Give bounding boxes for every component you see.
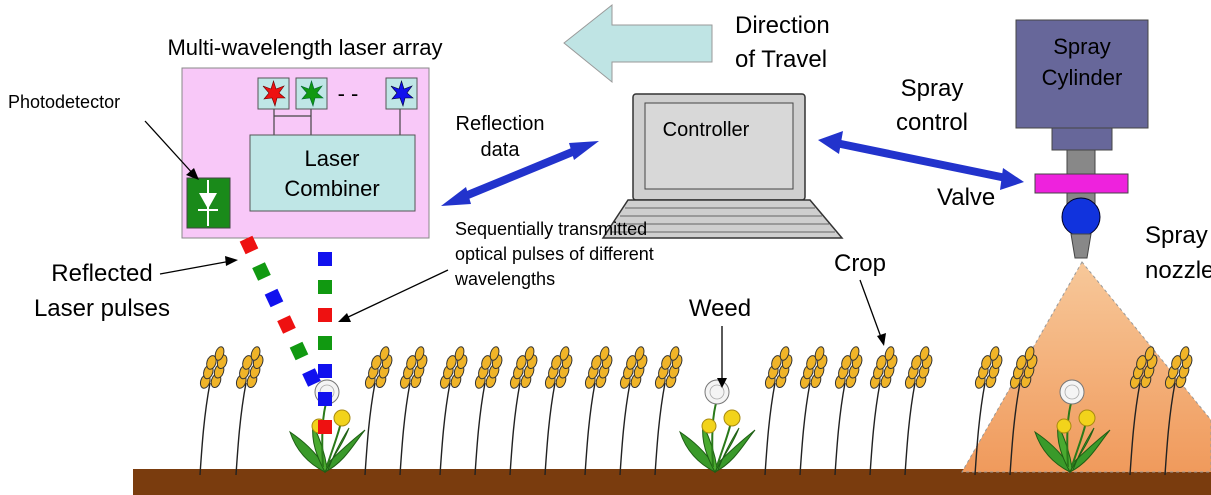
nozzle-ball (1061, 197, 1101, 237)
green-star-laser-icon (295, 77, 328, 110)
wheat-stalk-icon (438, 343, 472, 476)
transmitted-pulse-red (318, 308, 332, 322)
spray-control-label-line1: Spray (901, 75, 964, 102)
reflected-pulse-red (239, 235, 259, 255)
reflected-pulses (239, 235, 321, 387)
reflected-pulse-blue (302, 368, 321, 387)
transmitted-pulse-blue (318, 252, 332, 266)
reflected-pulse-green (252, 262, 271, 281)
spray-control-arrow (818, 131, 1024, 190)
laser-combiner-label-line2: Combiner (284, 176, 379, 201)
red-star-laser-icon (257, 77, 290, 110)
wheat-stalk-icon (508, 343, 542, 476)
reflection-data-arrow (441, 141, 599, 206)
controller-label: Controller (663, 119, 750, 141)
sequential-label-line1: Sequentially transmitted (455, 219, 647, 239)
photodiode-icon (186, 177, 231, 229)
direction-label-line1: Direction (735, 12, 830, 39)
wheat-stalk-icon (618, 343, 652, 476)
valve (1034, 173, 1129, 194)
laser-array-title: Multi-wavelength laser array (167, 35, 442, 60)
direction-label-line2: of Travel (735, 46, 827, 73)
wheat-stalk-icon (833, 343, 867, 476)
ground (133, 469, 1211, 495)
spray-cylinder-neck (1051, 127, 1113, 151)
wheat-stalk-icon (198, 343, 232, 476)
transmitted-pulse-green (318, 336, 332, 350)
valve-label: Valve (937, 184, 995, 211)
sequential-label-line3: wavelengths (454, 269, 555, 289)
transmitted-pulse-green (318, 280, 332, 294)
wheat-stalk-icon (398, 343, 432, 476)
laser-dashes: - - (338, 81, 359, 106)
direction-of-travel-arrow (563, 3, 713, 84)
reflection-label-line2: data (481, 139, 521, 161)
wheat-stalk-icon (763, 343, 797, 476)
blue-star-laser-icon (385, 77, 418, 110)
spray-control-label-line2: control (896, 109, 968, 136)
transmitted-pulse-red (318, 420, 332, 434)
wheat-stalk-icon (234, 343, 268, 476)
spray-cylinder-label-line1: Spray (1053, 34, 1110, 59)
wheat-stalk-icon (473, 343, 507, 476)
reflected-label-line1: Reflected (51, 260, 152, 287)
laptop-icon (601, 93, 844, 239)
photodetector-label: Photodetector (8, 92, 120, 112)
transmitted-pulse-blue (318, 392, 332, 406)
wheat-stalk-icon (798, 343, 832, 476)
spray-cone (961, 261, 1211, 473)
reflected-label-line2: Laser pulses (34, 295, 170, 322)
wheat-stalk-icon (543, 343, 577, 476)
laser-combiner-box (249, 134, 416, 212)
spray-pipe (1066, 149, 1096, 175)
reflected-pulse-blue (264, 288, 284, 308)
reflected-pulse-green (289, 341, 309, 361)
crop-label: Crop (834, 250, 886, 277)
wheat-stalk-icon (363, 343, 397, 476)
spray-nozzle-label-line2: nozzle (1145, 257, 1211, 284)
weed-label: Weed (689, 295, 751, 322)
transmitted-pulse-blue (318, 364, 332, 378)
sequential-label-line2: optical pulses of different (455, 244, 654, 264)
laser-combiner-label-line1: Laser (304, 146, 359, 171)
transmitted-pulses (318, 252, 332, 434)
spray-nozzle (1070, 233, 1092, 259)
dandelion-weed-icon (679, 379, 756, 473)
wheat-stalk-icon (903, 343, 937, 476)
wheat-stalk-icon (868, 343, 902, 476)
spray-nozzle-label-line1: Spray (1145, 222, 1208, 249)
reflection-label-line1: Reflection (456, 113, 545, 135)
spray-cylinder-label-line2: Cylinder (1042, 65, 1123, 90)
wheat-stalk-icon (653, 343, 687, 476)
wheat-stalk-icon (583, 343, 617, 476)
reflected-pulse-red (277, 315, 296, 334)
spray-cylinder (1015, 19, 1149, 129)
